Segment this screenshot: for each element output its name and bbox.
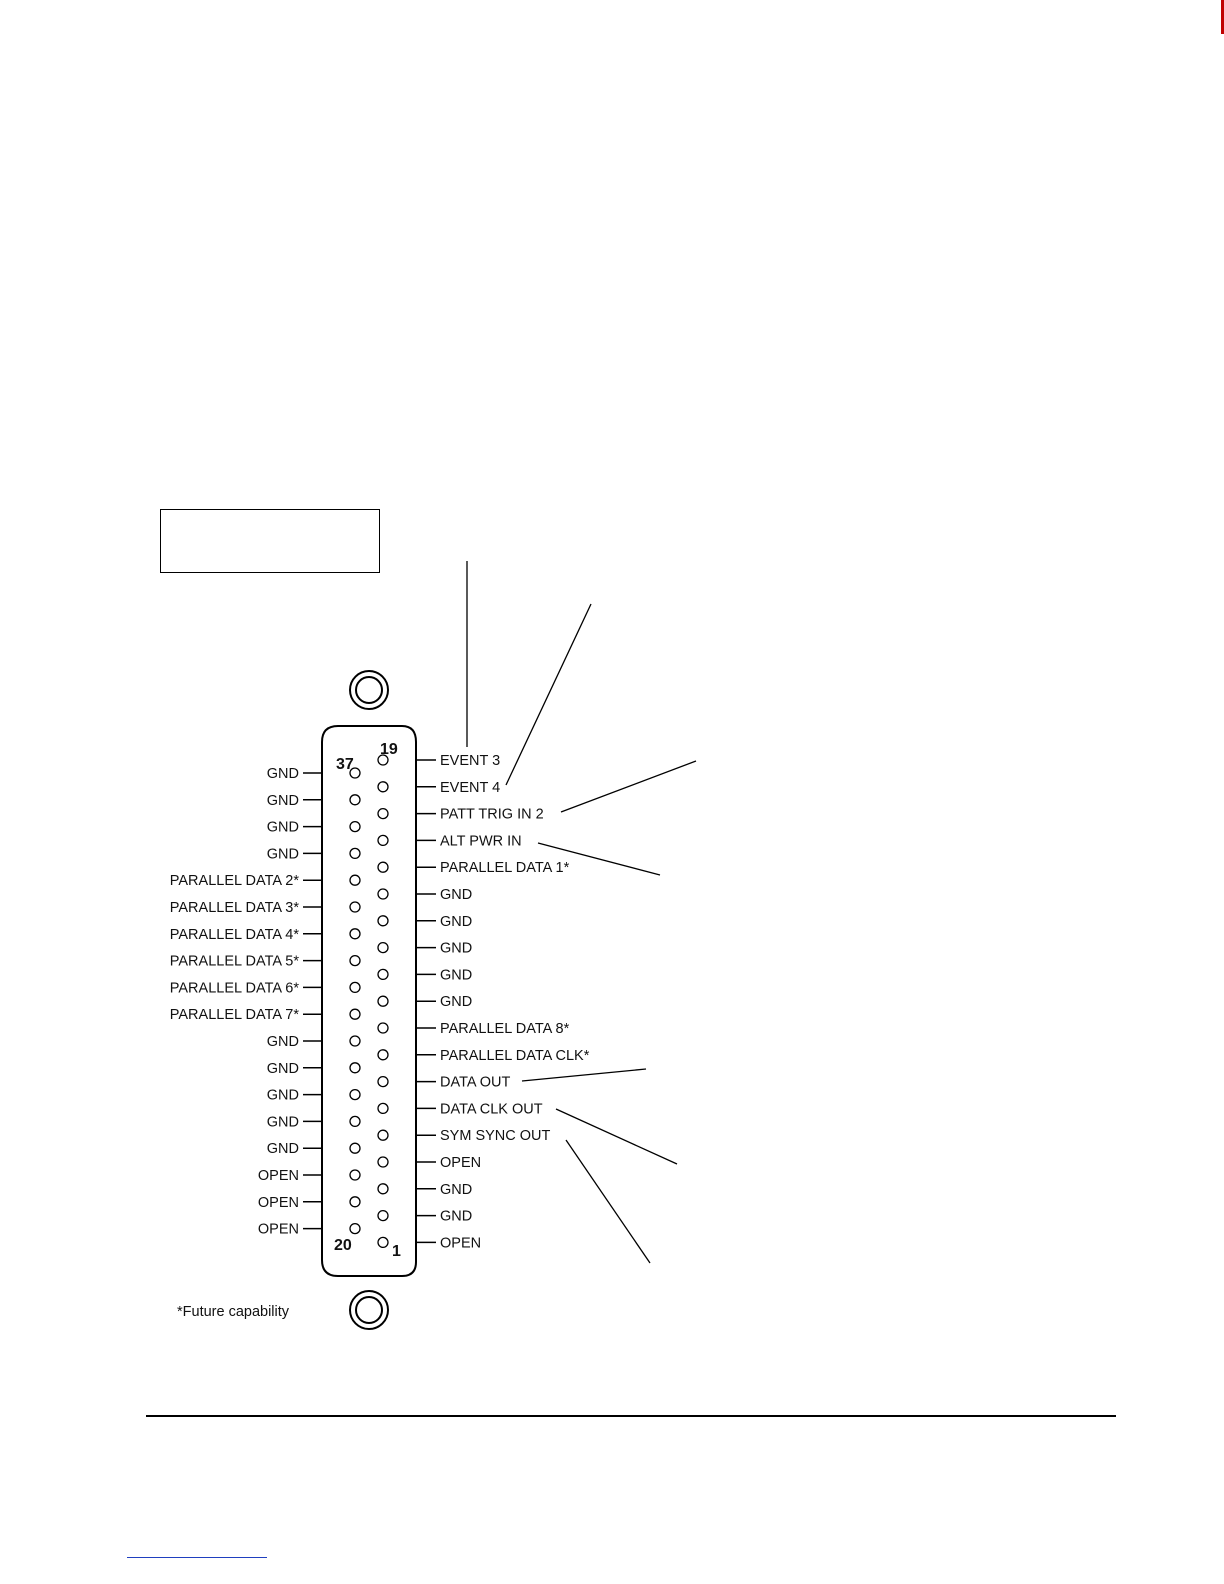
pin-2-label: GND xyxy=(440,1209,472,1225)
leader-event-4 xyxy=(505,603,592,786)
leader-data-out xyxy=(521,1068,647,1082)
pin-37-hole xyxy=(349,767,361,779)
pin-2-hole xyxy=(377,1209,389,1222)
page-footer-rule xyxy=(146,1415,1116,1417)
pin-3-label: GND xyxy=(440,1182,472,1198)
pin-31-hole xyxy=(349,928,361,940)
pin-32-hole xyxy=(349,901,361,913)
pin-28-label: PARALLEL DATA 7* xyxy=(170,1007,300,1023)
page-edge-marker xyxy=(1221,0,1224,34)
pin-23-label: GND xyxy=(267,1141,299,1157)
pin-8-hole xyxy=(377,1049,389,1061)
pin-16-label: ALT PWR IN xyxy=(440,833,522,849)
pin-28-hole xyxy=(349,1008,361,1020)
right-pin-column: EVENT 3 EVENT 4 PATT TRIG IN 2 ALT PWR IN PA… xyxy=(377,753,590,1251)
pin-20-label: OPEN xyxy=(258,1222,299,1238)
pin-6-label: DATA CLK OUT xyxy=(440,1101,543,1117)
pin-1-label: OPEN xyxy=(440,1235,481,1251)
pin-36-hole xyxy=(349,794,361,806)
pin-4-hole xyxy=(377,1156,389,1168)
pin-14-hole xyxy=(377,888,389,900)
pin-18-hole xyxy=(377,781,389,793)
pin-13-label: GND xyxy=(440,914,472,930)
pin-22-hole xyxy=(349,1169,361,1181)
pin-7-hole xyxy=(377,1075,389,1088)
pin-23-hole xyxy=(349,1142,361,1154)
pin-10-label: GND xyxy=(440,994,472,1010)
pin-4-label: OPEN xyxy=(440,1155,481,1171)
callout-leader-lines xyxy=(466,561,697,1264)
pin-13-hole xyxy=(377,915,389,927)
footer-link-underline xyxy=(127,1557,267,1558)
pin-7-label: DATA OUT xyxy=(440,1075,510,1091)
pin-21-label: OPEN xyxy=(258,1195,299,1211)
pin-24-hole xyxy=(349,1115,361,1128)
pin-5-label: SYM SYNC OUT xyxy=(440,1128,551,1144)
pin-19-hole xyxy=(377,754,389,766)
pin-34-label: GND xyxy=(267,846,299,862)
pin-19-label: EVENT 3 xyxy=(440,753,500,769)
pin-27-label: GND xyxy=(267,1034,299,1050)
pin-9-label: PARALLEL DATA 8* xyxy=(440,1021,570,1037)
pin-9-hole xyxy=(377,1022,389,1034)
leader-patt-trig-in-2 xyxy=(560,760,697,813)
pin-34-hole xyxy=(349,847,361,860)
mounting-screw-bottom xyxy=(349,1290,389,1330)
pin-25-label: GND xyxy=(267,1088,299,1104)
pin-17-hole xyxy=(377,807,389,820)
pin-21-hole xyxy=(349,1196,361,1208)
pin-12-hole xyxy=(377,941,389,954)
pin-number-20: 20 xyxy=(334,1237,352,1254)
pin-8-label: PARALLEL DATA CLK* xyxy=(440,1048,590,1064)
pin-29-label: PARALLEL DATA 6* xyxy=(170,980,300,996)
pin-24-label: GND xyxy=(267,1114,299,1130)
pin-20-hole xyxy=(349,1222,361,1235)
pin-26-hole xyxy=(349,1062,361,1074)
pin-22-label: OPEN xyxy=(258,1168,299,1184)
pin-25-hole xyxy=(349,1088,361,1101)
leader-sym-sync-out xyxy=(565,1139,651,1264)
pin-36-label: GND xyxy=(267,793,299,809)
pin-16-hole xyxy=(377,834,389,847)
pin-30-label: PARALLEL DATA 5* xyxy=(170,954,300,970)
pin-number-37: 37 xyxy=(336,756,354,773)
pin-11-hole xyxy=(377,968,389,981)
pin-35-hole xyxy=(349,820,361,833)
pin-18-label: EVENT 4 xyxy=(440,780,500,796)
pin-5-hole xyxy=(377,1129,389,1141)
pin-12-label: GND xyxy=(440,941,472,957)
pin-37-label: GND xyxy=(267,766,299,782)
pin-11-label: GND xyxy=(440,967,472,983)
left-pin-column: GND GND GND GND PARALLEL DATA 2* PARALLEL DAT… xyxy=(170,766,361,1238)
footnote: *Future capability xyxy=(177,1304,290,1320)
pin-30-hole xyxy=(349,954,361,967)
pin-1-hole xyxy=(377,1236,389,1249)
pin-33-label: PARALLEL DATA 2* xyxy=(170,873,300,889)
pin-17-label: PATT TRIG IN 2 xyxy=(440,807,544,823)
pin-35-label: GND xyxy=(267,820,299,836)
pin-31-label: PARALLEL DATA 4* xyxy=(170,927,300,943)
pin-number-1: 1 xyxy=(392,1243,401,1260)
pin-14-label: GND xyxy=(440,887,472,903)
pin-15-label: PARALLEL DATA 1* xyxy=(440,860,570,876)
pin-33-hole xyxy=(349,874,361,886)
pin-15-hole xyxy=(377,861,389,873)
leader-data-clk-out xyxy=(555,1108,678,1165)
pin-6-hole xyxy=(377,1102,389,1115)
pin-10-hole xyxy=(377,995,389,1007)
pin-26-label: GND xyxy=(267,1061,299,1077)
pin-number-19: 19 xyxy=(380,741,398,758)
blank-callout-box xyxy=(160,509,380,573)
pin-3-hole xyxy=(377,1183,389,1195)
mounting-screw-top xyxy=(349,670,389,710)
pin-32-label: PARALLEL DATA 3* xyxy=(170,900,300,916)
pin-27-hole xyxy=(349,1035,361,1047)
connector-shell xyxy=(321,725,417,1277)
leader-alt-pwr-in xyxy=(537,842,661,876)
pin-29-hole xyxy=(349,981,361,994)
